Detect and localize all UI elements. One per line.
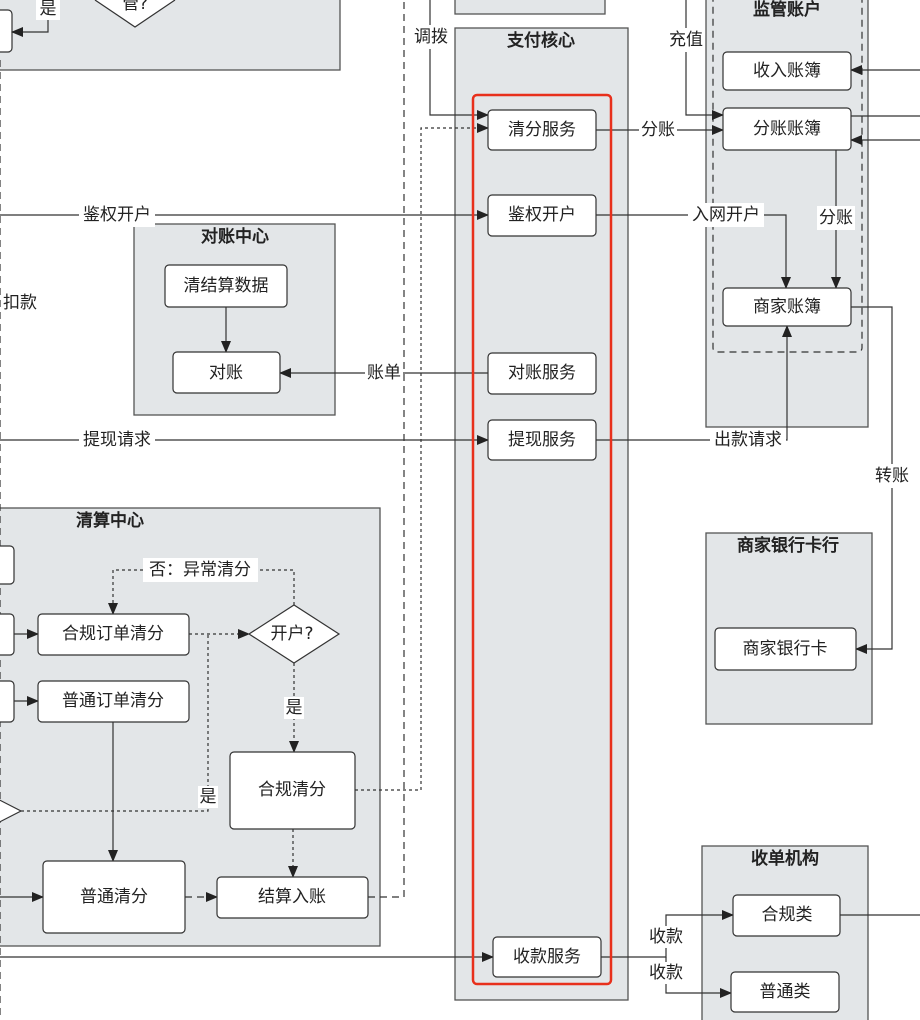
label-auth-open: 鉴权开户	[83, 205, 151, 225]
decision-diamond-partial[interactable]	[94, 0, 176, 28]
escrow-account-title: 监管账户	[753, 0, 821, 20]
node-label: 对账服务	[508, 363, 576, 383]
node-label: 普通类	[760, 982, 811, 1002]
partial-diamond[interactable]	[0, 790, 23, 832]
label-collect-2: 收款	[649, 963, 683, 983]
payment-core-highlight	[471, 93, 613, 986]
edge-labels: 调拨 充值 分账 分账 鉴权开户 入网开户 扣款 账单 提现请求 出款请求 转账…	[1, 25, 911, 984]
node-clearing-service[interactable]: 清分服务	[487, 109, 597, 151]
node-normal-type[interactable]: 普通类	[730, 971, 840, 1013]
payment-core-group: 支付核心	[454, 27, 629, 1001]
node-label: 收款服务	[513, 947, 581, 967]
node-income-ledger[interactable]: 收入账簿	[722, 51, 852, 91]
label-transfer: 转账	[875, 466, 909, 486]
node-compliant-clearing[interactable]: 合规清分	[229, 751, 356, 830]
partial-node-1[interactable]	[0, 545, 15, 585]
partial-node-3[interactable]	[0, 680, 15, 723]
label-withdraw-request: 提现请求	[83, 430, 151, 450]
reconciliation-center-title: 对账中心	[201, 226, 269, 247]
label-payout-request: 出款请求	[714, 430, 782, 450]
payment-core-title: 支付核心	[507, 30, 575, 51]
node-reconcile-service[interactable]: 对账服务	[487, 352, 597, 395]
node-normal-clearing[interactable]: 普通清分	[42, 860, 186, 934]
top-partial-box	[454, 0, 606, 15]
node-merchant-ledger[interactable]: 商家账簿	[722, 287, 852, 327]
node-auth-open-service[interactable]: 鉴权开户	[487, 194, 597, 237]
node-split-ledger[interactable]: 分账账簿	[722, 107, 852, 151]
node-merchant-bank-card[interactable]: 商家银行卡	[714, 627, 857, 671]
decision-open-account[interactable]: 开户?	[247, 604, 341, 664]
label-split-2: 分账	[819, 208, 853, 228]
label-collect-1: 收款	[649, 927, 683, 947]
node-compliant-type[interactable]: 合规类	[732, 894, 841, 937]
yes-arrow	[11, 18, 49, 37]
node-label: 商家账簿	[753, 297, 821, 317]
top-left-partial-group: 管? 是	[0, 0, 341, 71]
partial-node[interactable]	[0, 9, 13, 53]
node-label: 商家银行卡	[743, 639, 828, 659]
node-label: 合规订单清分	[62, 624, 164, 644]
node-settlement-posting[interactable]: 结算入账	[216, 876, 369, 919]
yes-label: 是	[40, 0, 57, 19]
label-allocate: 调拨	[414, 27, 448, 47]
node-label: 收入账簿	[753, 61, 821, 81]
node-collection-service[interactable]: 收款服务	[492, 936, 602, 978]
merchant-bank-title: 商家银行卡行	[737, 535, 839, 556]
edge-settlement-dashed	[368, 0, 405, 898]
node-label: 清分服务	[508, 120, 576, 140]
label-bill: 账单	[367, 363, 401, 383]
edge-payout-request	[596, 325, 792, 441]
acquirer-title: 收单机构	[751, 848, 819, 869]
node-withdraw-service[interactable]: 提现服务	[487, 419, 597, 461]
label-yes-2: 是	[200, 787, 217, 807]
node-label: 鉴权开户	[508, 205, 576, 225]
clearing-center-title: 清算中心	[76, 510, 144, 531]
node-label: 结算入账	[258, 887, 326, 907]
node-label: 提现服务	[508, 430, 576, 450]
node-label: 普通订单清分	[62, 691, 164, 711]
node-label: 分账账簿	[753, 119, 821, 139]
label-network-open: 入网开户	[692, 205, 760, 225]
node-compliant-order-clearing[interactable]: 合规订单清分	[37, 613, 190, 656]
label-no-abnormal-clearing: 否：异常清分	[149, 560, 251, 580]
node-normal-order-clearing[interactable]: 普通订单清分	[37, 680, 190, 723]
edge-compliant-clearing-dotted	[355, 123, 489, 791]
edge-partial-diamond-yes	[21, 634, 209, 812]
node-label: 合规清分	[258, 780, 326, 800]
label-split-1: 分账	[641, 120, 675, 140]
diamond-label: 管?	[122, 0, 148, 14]
label-deduct: 扣款	[3, 293, 37, 313]
node-reconcile[interactable]: 对账	[172, 351, 281, 394]
partial-node-2[interactable]	[0, 613, 15, 656]
node-label: 对账	[209, 363, 243, 383]
node-label: 开户?	[270, 624, 313, 644]
label-yes-1: 是	[286, 698, 303, 718]
node-label: 普通清分	[80, 887, 148, 907]
node-label: 合规类	[762, 905, 813, 925]
node-settlement-data[interactable]: 清结算数据	[164, 264, 288, 308]
label-recharge: 充值	[669, 30, 703, 50]
node-label: 清结算数据	[184, 276, 269, 296]
edge-network-open	[596, 214, 791, 289]
